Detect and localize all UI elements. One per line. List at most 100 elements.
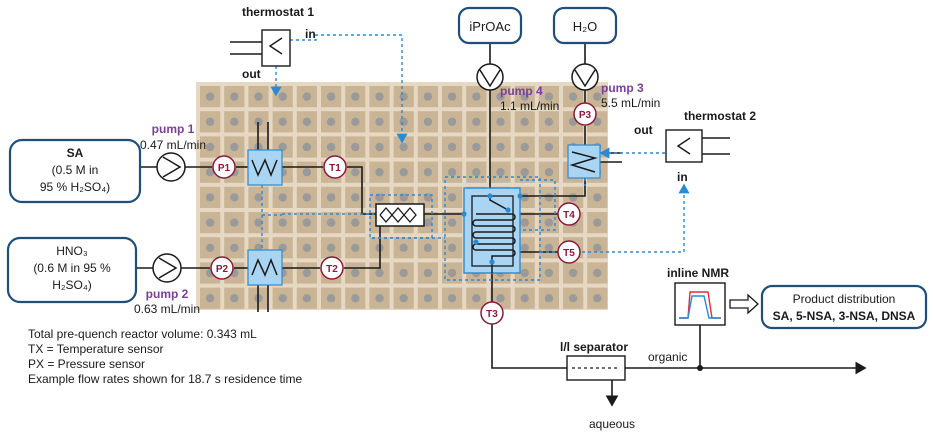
pump-3-rate: 5.5 mL/min <box>601 96 660 110</box>
svg-text:P3: P3 <box>579 110 592 121</box>
pump-4 <box>476 63 504 91</box>
breadboard-hole <box>278 92 287 101</box>
breadboard-hole <box>520 92 529 101</box>
sensor-p3: P3 <box>573 102 597 126</box>
breadboard-hole <box>544 294 554 303</box>
nmr-title: inline NMR <box>667 266 729 280</box>
breadboard-hole <box>351 142 360 152</box>
pump-4-name: pump 4 <box>500 84 543 98</box>
svg-text:T4: T4 <box>563 210 575 221</box>
breadboard-hole <box>593 268 602 278</box>
breadboard-hole <box>230 193 239 202</box>
breadboard-hole <box>544 268 554 278</box>
breadboard-hole <box>302 268 312 278</box>
sensor-t3: T3 <box>480 301 504 325</box>
legend-px: PX = Pressure sensor <box>28 357 145 371</box>
breadboard-hole <box>399 117 408 127</box>
breadboard-hole <box>205 142 215 152</box>
sensor-p1: P1 <box>212 155 236 179</box>
breadboard-hole <box>205 117 215 127</box>
reactor <box>461 187 523 274</box>
pump-2-name: pump 2 <box>146 287 189 301</box>
breadboard-hole <box>326 117 336 127</box>
separator-aqueous: aqueous <box>589 417 635 431</box>
breadboard-hole <box>326 294 336 303</box>
breadboard-hole <box>447 294 457 303</box>
reagent-hno3-line2: H₂SO₄) <box>52 278 92 292</box>
reagent-water-box: H₂O <box>552 6 618 45</box>
reagent-sa-name: SA <box>67 146 84 160</box>
breadboard-hole <box>326 142 336 152</box>
breadboard-hole <box>326 218 336 227</box>
pump-1-name: pump 1 <box>152 122 195 136</box>
pump-3-name: pump 3 <box>601 81 644 95</box>
breadboard-hole <box>520 142 529 152</box>
coolant-lines <box>261 34 690 281</box>
breadboard-hole <box>447 168 457 177</box>
breadboard-hole <box>351 243 360 252</box>
breadboard-hole <box>278 117 287 127</box>
thermostat-1-in: in <box>305 27 316 41</box>
reagent-water-label: H₂O <box>573 19 598 34</box>
breadboard-hole <box>544 168 554 177</box>
breadboard-hole <box>205 243 215 252</box>
breadboard-hole <box>302 168 312 177</box>
legend-flow: Example flow rates shown for 18.7 s resi… <box>28 372 302 386</box>
breadboard-hole <box>544 193 554 202</box>
reagent-ipr-label: iPrOAc <box>469 19 511 34</box>
breadboard-hole <box>205 193 215 202</box>
sensor-p2: P2 <box>210 256 234 280</box>
breadboard-hole <box>351 168 360 177</box>
breadboard-hole <box>593 243 602 252</box>
thermostat-2 <box>665 129 730 163</box>
pump-1-rate: 0.47 mL/min <box>140 138 206 152</box>
breadboard-hole <box>205 218 215 227</box>
thermostat-1-out: out <box>242 67 261 81</box>
breadboard-hole <box>472 92 481 101</box>
breadboard-hole <box>302 92 312 101</box>
breadboard-hole <box>230 243 239 252</box>
nmr-arrow <box>729 293 759 315</box>
breadboard-hole <box>447 243 457 252</box>
pump-4-rate: 1.1 mL/min <box>500 99 559 113</box>
breadboard-hole <box>205 294 215 303</box>
breadboard-hole <box>302 243 312 252</box>
breadboard-hole <box>302 193 312 202</box>
separator-title: l/l separator <box>560 340 628 354</box>
breadboard-hole <box>326 92 336 101</box>
breadboard-hole <box>326 243 336 252</box>
breadboard-hole <box>568 294 578 303</box>
breadboard-hole <box>472 294 481 303</box>
separator-organic: organic <box>648 350 687 364</box>
breadboard-hole <box>447 268 457 278</box>
breadboard-hole <box>593 218 602 227</box>
breadboard-hole <box>375 92 384 101</box>
breadboard-hole <box>520 218 529 227</box>
breadboard-hole <box>520 168 529 177</box>
breadboard-hole <box>496 294 505 303</box>
svg-text:T3: T3 <box>486 309 498 320</box>
breadboard-hole <box>399 92 408 101</box>
breadboard-hole <box>351 294 360 303</box>
breadboard-hole <box>278 218 287 227</box>
svg-text:T5: T5 <box>563 248 575 259</box>
reagent-sa-line2: 95 % H₂SO₄) <box>40 180 110 194</box>
breadboard-hole <box>399 168 408 177</box>
breadboard-hole <box>593 92 602 101</box>
breadboard-hole <box>472 142 481 152</box>
thermostat-2-out: out <box>634 123 653 137</box>
reagent-hno3-box: HNO₃ (0.6 M in 95 % H₂SO₄) <box>6 236 138 304</box>
breadboard-hole <box>423 168 433 177</box>
breadboard-hole <box>399 243 408 252</box>
breadboard-hole <box>399 294 408 303</box>
legend: Total pre-quench reactor volume: 0.343 m… <box>28 327 302 386</box>
breadboard-hole <box>447 218 457 227</box>
breadboard-hole <box>351 268 360 278</box>
breadboard-hole <box>544 142 554 152</box>
breadboard-hole <box>447 117 457 127</box>
breadboard-hole <box>205 92 215 101</box>
breadboard-hole <box>423 92 433 101</box>
breadboard-hole <box>302 218 312 227</box>
breadboard-hole <box>302 117 312 127</box>
svg-text:P2: P2 <box>216 264 229 275</box>
